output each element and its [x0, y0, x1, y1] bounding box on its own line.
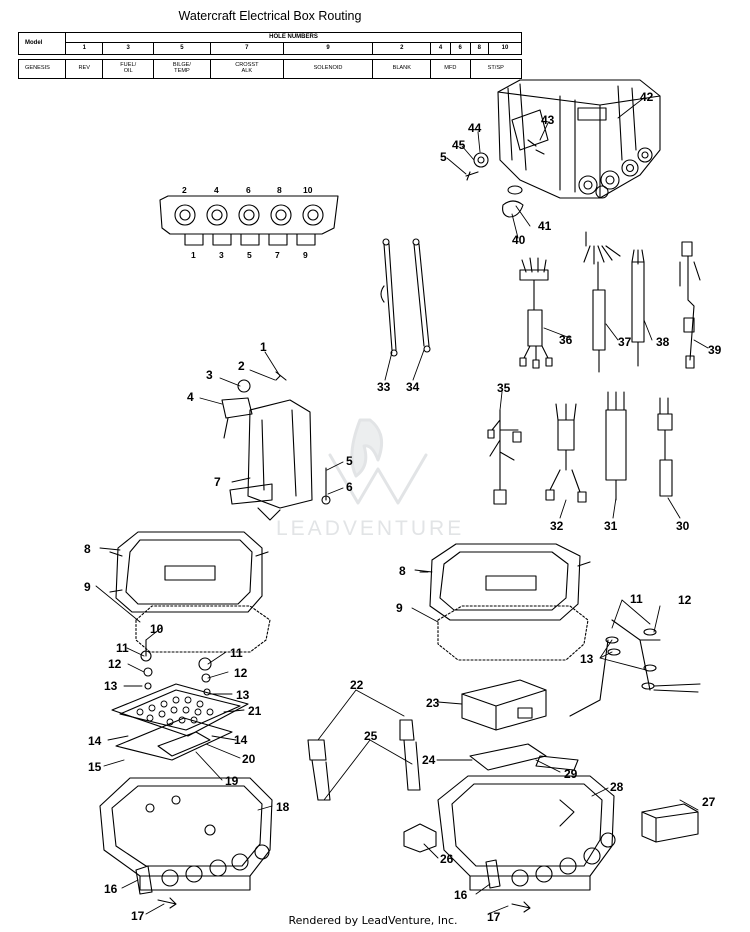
electrical-box-assembly — [465, 79, 661, 218]
circuit-board — [111, 639, 249, 761]
callout-label: 24 — [422, 753, 436, 767]
callout-label: 3 — [206, 368, 213, 382]
callout-label: 12 — [108, 657, 122, 671]
header-hole-labels: 2 4 6 8 10 1 3 5 7 9 — [182, 185, 313, 260]
hole-label: 8 — [277, 185, 282, 195]
mounting-bracket — [221, 371, 331, 521]
routing-cell: MFD — [430, 59, 471, 79]
hole-label: 3 — [219, 250, 224, 260]
callout-label: 13 — [104, 679, 118, 693]
footer-credit: Rendered by LeadVenture, Inc. — [0, 914, 750, 927]
callout-label: 5 — [346, 454, 353, 468]
callout-label: 44 — [468, 121, 482, 135]
callout-label: 6 — [346, 480, 353, 494]
callout-label: 20 — [242, 752, 256, 766]
hole-label: 10 — [303, 185, 313, 195]
callout-label: 39 — [708, 343, 722, 357]
callout-label: 28 — [610, 780, 624, 794]
wire-harnesses-top — [519, 231, 701, 373]
diagram-title: Watercraft Electrical Box Routing — [178, 9, 362, 23]
hole-label: 1 — [191, 250, 196, 260]
leader-lines — [95, 96, 709, 915]
callout-label: 8 — [399, 564, 406, 578]
watermark-logo — [328, 418, 428, 505]
wire-harnesses-middle — [487, 391, 673, 505]
cover-right — [419, 543, 591, 661]
ground-straps — [380, 238, 431, 357]
callout-label: 40 — [512, 233, 526, 247]
callout-label: 17 — [131, 909, 145, 923]
cover-left — [109, 531, 271, 653]
callout-label: 22 — [350, 678, 364, 692]
routing-cell: FUEL/ OIL — [102, 59, 154, 79]
hole-label: 9 — [303, 250, 308, 260]
callout-label: 29 — [564, 767, 578, 781]
callout-label: 7 — [214, 475, 221, 489]
callout-label: 4 — [187, 390, 194, 404]
callout-numbers: 1 2 3 4 5 5 6 7 8 8 9 9 10 11 11 11 12 1… — [84, 90, 722, 924]
footer-text: Rendered by LeadVenture, Inc. — [288, 914, 458, 927]
hole-label: 7 — [275, 250, 280, 260]
hole-label: 2 — [182, 185, 187, 195]
callout-label: 35 — [497, 381, 511, 395]
callout-label: 12 — [678, 593, 692, 607]
callout-label: 10 — [150, 622, 164, 636]
callout-label: 9 — [396, 601, 403, 615]
box-base-right — [307, 619, 701, 913]
callout-label: 26 — [440, 852, 454, 866]
hole-header-detail — [159, 195, 339, 246]
callout-label: 5 — [440, 150, 447, 164]
routing-cell: BILGE/ TEMP — [152, 59, 211, 79]
routing-table: Model HOLE NUMBERS 1 3 5 7 9 2 4 6 8 10 … — [18, 32, 522, 79]
routing-cell: CROSST ALK — [209, 59, 284, 79]
callout-label: 36 — [559, 333, 573, 347]
callout-label: 9 — [84, 580, 91, 594]
callout-label: 16 — [454, 888, 468, 902]
callout-label: 2 — [238, 359, 245, 373]
callout-label: 43 — [541, 113, 555, 127]
callout-label: 27 — [702, 795, 716, 809]
callout-label: 8 — [84, 542, 91, 556]
hole-label: 5 — [247, 250, 252, 260]
callout-label: 13 — [580, 652, 594, 666]
watermark-text: LEADVENTURE — [276, 517, 464, 540]
callout-label: 12 — [234, 666, 248, 680]
callout-label: 42 — [640, 90, 654, 104]
hole-label: 4 — [214, 185, 219, 195]
box-base-left — [99, 777, 273, 909]
callout-label: 11 — [630, 592, 643, 606]
routing-cell: REV — [64, 59, 104, 79]
callout-label: 11 — [230, 646, 243, 660]
callout-label: 31 — [604, 519, 618, 533]
callout-label: 21 — [248, 704, 262, 718]
callout-label: 15 — [88, 760, 102, 774]
callout-label: 13 — [236, 688, 250, 702]
callout-label: 17 — [487, 910, 501, 924]
hole-label: 6 — [246, 185, 251, 195]
callout-label: 14 — [234, 733, 248, 747]
callout-label: 14 — [88, 734, 102, 748]
callout-label: 30 — [676, 519, 690, 533]
callout-label: 37 — [618, 335, 632, 349]
callout-label: 34 — [406, 380, 420, 394]
callout-label: 23 — [426, 696, 440, 710]
callout-label: 38 — [656, 335, 670, 349]
callout-label: 25 — [364, 729, 378, 743]
callout-label: 19 — [225, 774, 239, 788]
callout-label: 33 — [377, 380, 391, 394]
callout-label: 1 — [260, 340, 267, 354]
callout-label: 41 — [538, 219, 552, 233]
callout-label: 16 — [104, 882, 118, 896]
callout-label: 45 — [452, 138, 466, 152]
callout-label: 32 — [550, 519, 564, 533]
callout-label: 11 — [116, 641, 129, 655]
callout-label: 18 — [276, 800, 290, 814]
routing-cell: BLANK — [372, 59, 432, 79]
routing-cell: ST/SP — [469, 59, 522, 79]
